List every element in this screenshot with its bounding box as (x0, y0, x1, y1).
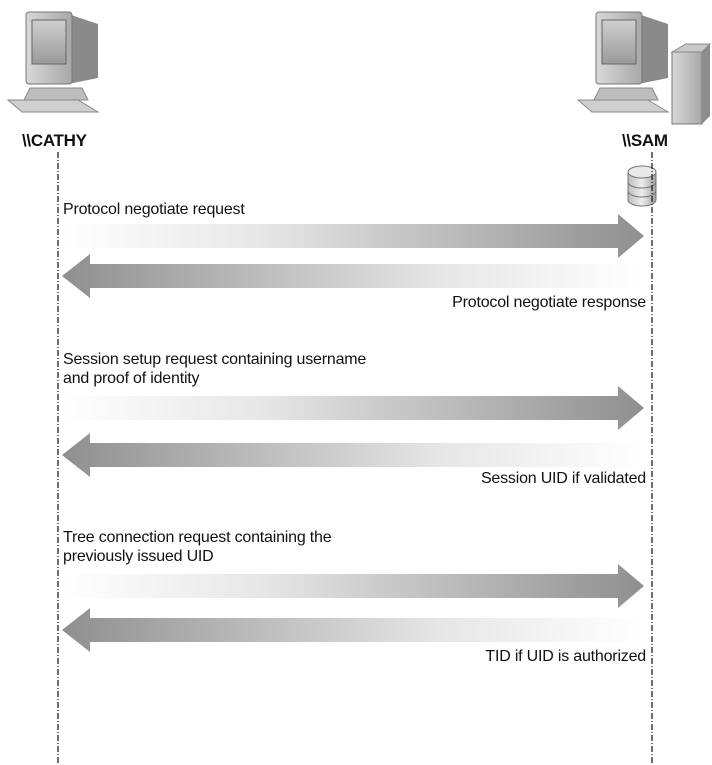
message-label-tree-connection-request: Tree connection request containing the p… (63, 529, 332, 565)
message-label-protocol-negotiate-response: Protocol negotiate response (452, 294, 646, 311)
arrow-protocol-negotiate-response (62, 254, 642, 298)
arrow-session-setup-request (62, 386, 644, 430)
database-icon (627, 165, 657, 207)
client-host-label: \\CATHY (22, 131, 87, 150)
arrow-session-uid (62, 433, 642, 477)
arrow-protocol-negotiate-request (62, 214, 644, 258)
message-label-session-setup-request: Session setup request containing usernam… (63, 351, 367, 387)
arrow-tid (62, 608, 642, 652)
message-label-tid: TID if UID is authorized (485, 648, 646, 665)
message-label-session-uid: Session UID if validated (480, 470, 646, 487)
message-label-protocol-negotiate-request: Protocol negotiate request (63, 201, 245, 218)
arrow-tree-connection-request (62, 564, 644, 608)
desktop-computer-icon (6, 11, 100, 113)
server-computer-icon (576, 11, 712, 125)
server-host-label: \\SAM (622, 131, 668, 150)
